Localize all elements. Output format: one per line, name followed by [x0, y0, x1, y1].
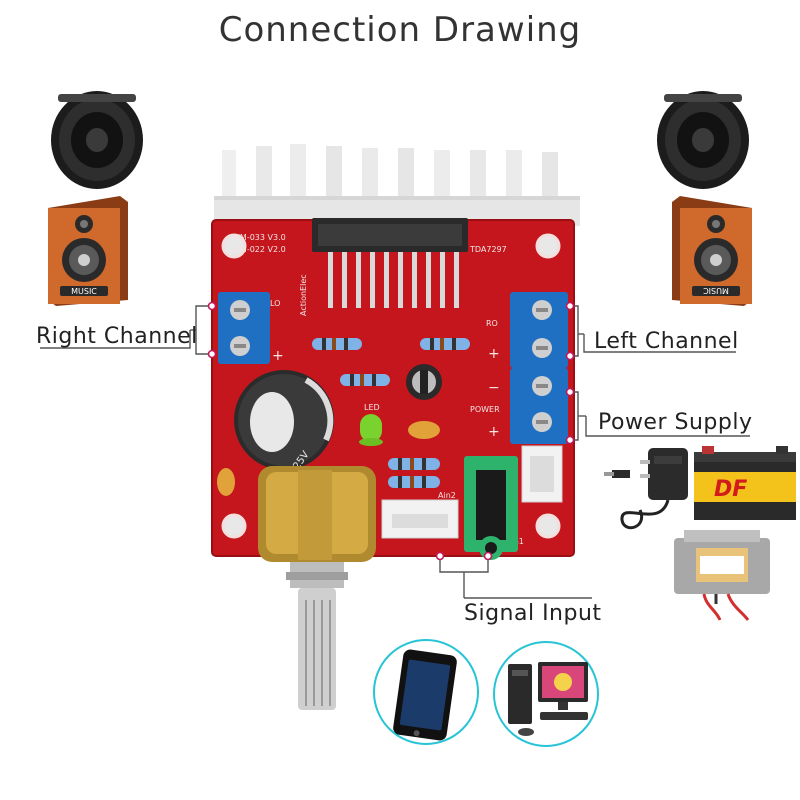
power-label: POWER [470, 405, 500, 414]
transformer-icon [674, 530, 770, 621]
left-channel-terminal [510, 292, 568, 368]
lo-label: LO [270, 299, 280, 308]
power-supply-terminal [510, 368, 568, 444]
heatsink [214, 144, 580, 226]
speaker-driver-icon [51, 91, 143, 189]
ceramic-capacitor [217, 468, 235, 496]
plus-sign: + [488, 424, 500, 440]
desktop-computer-icon [493, 641, 599, 747]
ro-label: RO [486, 319, 498, 328]
board-model: WM-022 V2.0 [232, 245, 286, 254]
plus-sign: + [272, 348, 284, 364]
callout-dots [207, 301, 575, 561]
electrolytic-capacitor: 25V [234, 370, 334, 472]
speaker-badge-left: MUSIC [71, 287, 97, 296]
resistor [420, 338, 470, 350]
volume-potentiometer [258, 466, 376, 710]
resistor [312, 338, 362, 350]
brand-label: ActionElec [299, 274, 308, 316]
smartphone-icon [373, 639, 479, 745]
ceramic-capacitor [408, 421, 440, 439]
right-channel-terminal [218, 292, 270, 364]
callout-lines [40, 305, 750, 599]
resistor [388, 458, 440, 470]
power-supply-label: Power Supply [598, 410, 753, 435]
resistor [340, 374, 390, 386]
speaker-badge-right: MUSIC [703, 286, 729, 295]
battery-brand: DF [714, 477, 747, 502]
resistor [388, 476, 440, 488]
power-led: LED [359, 403, 383, 446]
car-battery-icon: DF [694, 446, 796, 520]
chip-label: TDA7297 [469, 245, 507, 254]
side-connector [521, 445, 563, 503]
ain2-label: Ain2 [438, 491, 456, 500]
speaker-cabinet-icon: MUSIC [672, 196, 752, 306]
power-adapter-icon [604, 448, 688, 530]
speaker-cabinet-icon: MUSIC [48, 196, 128, 306]
audio-jack [464, 456, 518, 560]
plus-sign: + [488, 346, 500, 362]
speaker-driver-icon [657, 91, 749, 189]
signal-input-label: Signal Input [464, 601, 602, 626]
board-model-top: WM-033 V3.0 [232, 233, 286, 242]
small-capacitor [406, 364, 442, 400]
minus-sign: − [488, 380, 500, 396]
page-title: Connection Drawing [218, 10, 582, 50]
led-label: LED [364, 403, 380, 412]
ain2-connector [381, 499, 459, 539]
left-channel-label: Left Channel [594, 329, 739, 354]
right-channel-label: Right Channel [36, 324, 198, 349]
